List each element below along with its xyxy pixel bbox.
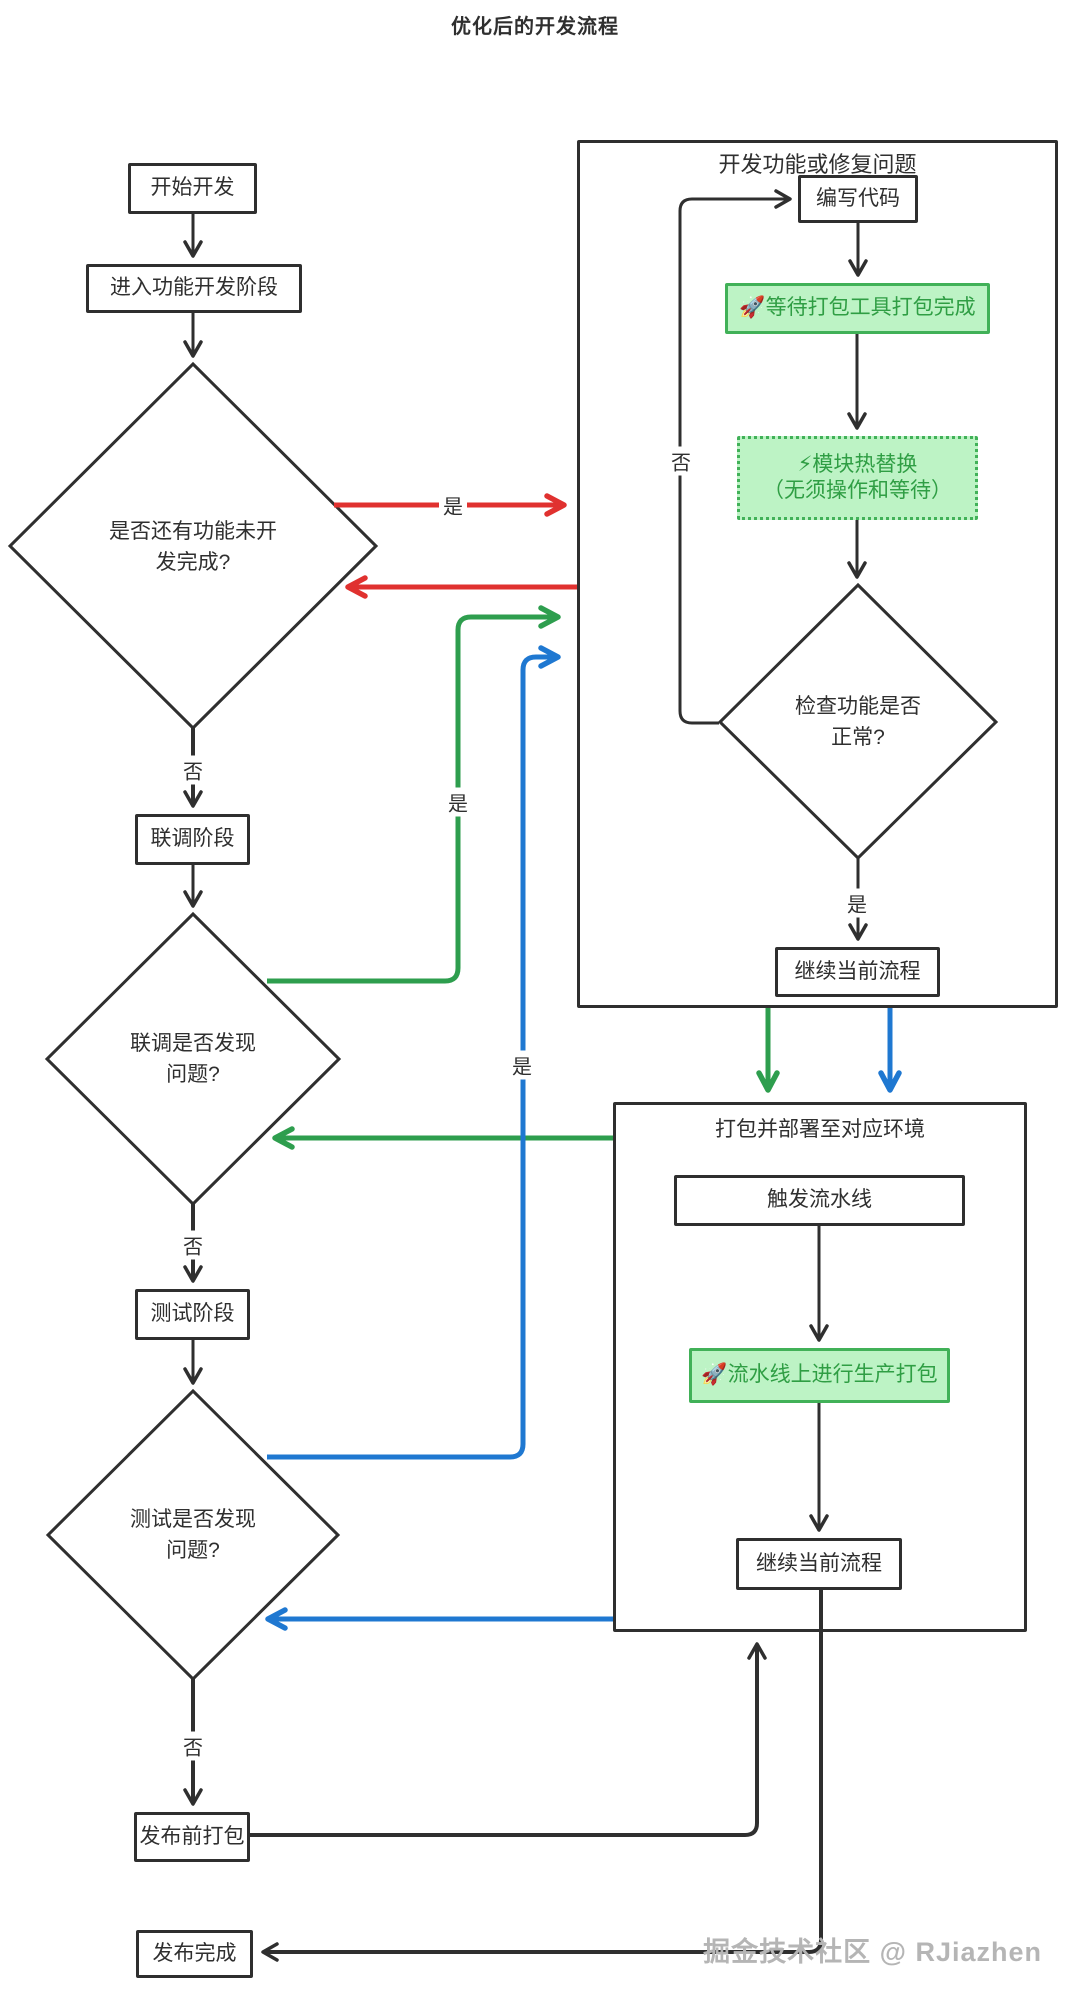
node-wait-bundler: 🚀等待打包工具打包完成	[725, 283, 990, 334]
node-trigger-pipeline: 触发流水线	[674, 1175, 965, 1226]
node-hmr: ⚡模块热替换 （无须操作和等待）	[737, 436, 978, 520]
node-joint-debug-stage: 联调阶段	[135, 814, 250, 865]
node-write-code: 编写代码	[798, 175, 918, 223]
diamond-label-check-function: 检查功能是否 正常?	[795, 695, 921, 749]
container-dev-or-fix	[577, 140, 1058, 1008]
container-pack-deploy-title: 打包并部署至对应环境	[715, 1118, 925, 1141]
edge-label-no-1: 否	[179, 755, 207, 785]
diamond-label-more-features: 是否还有功能未开 发完成?	[109, 520, 277, 574]
node-pipeline-prod-pack: 🚀流水线上进行生产打包	[689, 1348, 950, 1403]
node-continue-flow-deploy: 继续当前流程	[736, 1538, 902, 1590]
diamond-label-joint-debug-issues: 联调是否发现 问题?	[130, 1032, 256, 1086]
page-title: 优化后的开发流程	[451, 16, 619, 38]
node-test-stage: 测试阶段	[135, 1289, 250, 1340]
container-dev-or-fix-title: 开发功能或修复问题	[718, 152, 917, 177]
edge-label-yes-red: 是	[439, 490, 467, 520]
edge-label-no-3: 否	[179, 1731, 207, 1761]
node-enter-dev-stage: 进入功能开发阶段	[86, 264, 302, 313]
watermark: 掘金技术社区 @ RJiazhen	[703, 1937, 1042, 1967]
node-continue-flow-dev: 继续当前流程	[775, 947, 940, 997]
edge-label-yes-green: 是	[444, 787, 472, 817]
diamond-label-test-issues: 测试是否发现 问题?	[130, 1508, 256, 1562]
container-pack-deploy	[613, 1102, 1027, 1632]
edge-label-yes-blue: 是	[508, 1050, 536, 1080]
edge-label-no-loop: 否	[667, 446, 695, 476]
node-released: 发布完成	[136, 1930, 253, 1978]
node-pre-release-pack: 发布前打包	[134, 1812, 250, 1862]
edge-label-no-2: 否	[179, 1230, 207, 1260]
edge-label-yes-check: 是	[843, 888, 871, 918]
node-start: 开始开发	[128, 163, 257, 214]
